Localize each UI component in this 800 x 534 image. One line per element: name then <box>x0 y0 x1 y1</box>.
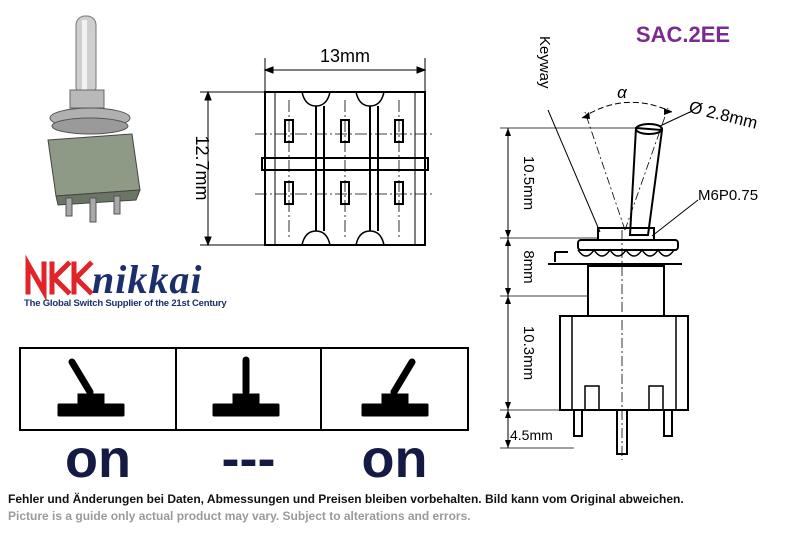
brand-tagline: The Global Switch Supplier of the 21st C… <box>24 298 227 309</box>
dim-label-2: 8mm <box>520 250 537 283</box>
angle-label: α <box>617 83 628 102</box>
product-code: SAC.2EE <box>635 22 731 47</box>
diameter-label: Ø 2.8mm <box>687 97 759 132</box>
disclaimer-german: Fehler und Änderungen bei Daten, Abmessu… <box>8 492 684 506</box>
switch-position-center-icon <box>212 356 280 417</box>
position-state-right: on <box>361 429 428 489</box>
position-state-left: on <box>65 429 131 489</box>
switch-position-right-icon <box>361 358 429 417</box>
keyway-label: Keyway <box>536 36 553 89</box>
front-view-drawing <box>200 58 435 247</box>
thread-label: M6P0.75 <box>698 187 758 204</box>
width-dimension-label: 13mm <box>320 46 370 66</box>
dim-label-3: 10.3mm <box>520 326 537 380</box>
product-photo <box>47 15 141 223</box>
switch-position-left-icon <box>57 358 125 417</box>
height-dimension-label: 12.7mm <box>192 135 212 200</box>
position-panel <box>19 347 469 431</box>
side-view-drawing <box>500 101 699 460</box>
nkk-logo-icon <box>25 254 94 302</box>
dim-label-1: 10.5mm <box>520 156 537 210</box>
disclaimer-english: Picture is a guide only actual product m… <box>8 509 471 523</box>
position-state-center: --- <box>221 429 276 489</box>
dim-label-4: 4.5mm <box>510 427 553 443</box>
brand-name: nikkai <box>92 257 203 302</box>
